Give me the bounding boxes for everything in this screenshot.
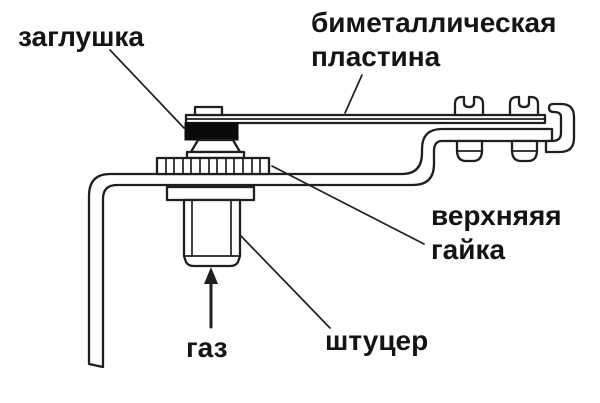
- label-bimetallic-plate-line2: пластина: [311, 41, 441, 72]
- label-fitting: штуцер: [325, 324, 428, 358]
- label-bimetallic-plate: биметаллическая пластина: [311, 6, 556, 74]
- fitting-collar-shape: [165, 185, 256, 202]
- label-fitting-text: штуцер: [325, 325, 429, 356]
- plate-leader-line: [344, 74, 363, 114]
- stem-base-shape: [189, 138, 242, 154]
- nut-leader-line: [271, 165, 425, 245]
- plug-leader-line: [109, 49, 185, 129]
- bracket-hook-shape: [544, 102, 576, 154]
- label-upper-nut-line1: верхняяя: [431, 200, 562, 231]
- upper-nut-shape: [155, 156, 271, 176]
- fitting-leader-line: [240, 235, 331, 329]
- rivet-left: [453, 95, 485, 163]
- label-bimetallic-plate-line1: биметаллическая: [311, 7, 557, 38]
- label-upper-nut: верхняяя гайка: [431, 199, 562, 267]
- label-gas: газ: [186, 331, 228, 365]
- fitting-side-lines: [191, 200, 232, 256]
- label-plug: заглушка: [18, 20, 144, 54]
- fitting-body-shape: [182, 198, 242, 268]
- label-gas-text: газ: [186, 332, 228, 363]
- label-plug-text: заглушка: [18, 21, 144, 52]
- upper-nut-knurl-lines: [165, 157, 261, 175]
- label-upper-nut-line2: гайка: [431, 234, 506, 265]
- plug-shape: [184, 122, 239, 141]
- plug-cap-shape: [193, 105, 224, 117]
- gas-arrow-head: [204, 267, 218, 284]
- rivet-head-shape: [453, 95, 485, 117]
